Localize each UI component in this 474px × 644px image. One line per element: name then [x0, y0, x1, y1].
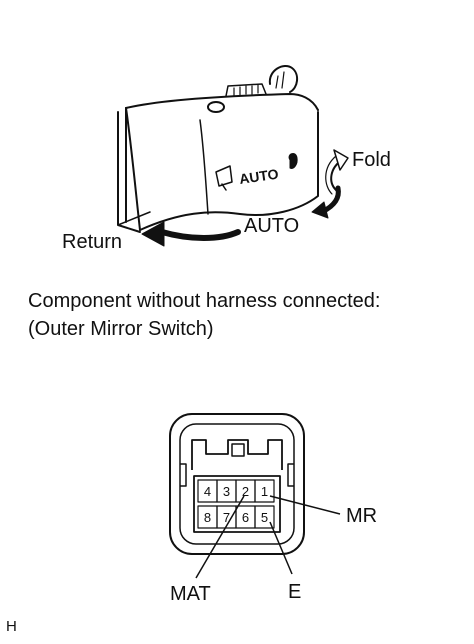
caption-line-2: (Outer Mirror Switch)	[28, 318, 214, 340]
switch-face-auto-text: AUTO	[238, 166, 279, 187]
switch-back-ridge	[225, 83, 267, 97]
pin-cell-5	[254, 505, 275, 529]
switch-face-divider	[199, 119, 209, 215]
switch-rear-knob-detail	[275, 71, 285, 89]
mat-label: MAT	[170, 583, 211, 605]
connector-lock-tab	[191, 439, 283, 470]
mat-leader-line	[195, 495, 245, 579]
connector-inner-housing	[179, 423, 295, 545]
connector-side-key-right	[287, 463, 294, 487]
switch-front-left-edge	[125, 107, 141, 231]
connector-diagram	[169, 413, 341, 579]
return-arrowhead	[141, 221, 165, 247]
mirror-switch-illustration	[117, 65, 349, 247]
switch-panel-bottom	[117, 211, 151, 226]
switch-top-hole	[207, 101, 225, 113]
mirror-position-icon	[288, 153, 298, 169]
return-label: Return	[62, 231, 122, 253]
mirror-fold-icon-detail	[221, 183, 227, 191]
pin-number: 7	[223, 510, 230, 525]
mr-label: MR	[346, 505, 377, 527]
mirror-fold-icon	[215, 165, 233, 187]
pin-number: 4	[204, 484, 211, 499]
connector-pin-grid	[197, 479, 275, 529]
switch-ridge-ticks	[233, 84, 259, 97]
pin-number: 2	[242, 484, 249, 499]
pin-number: 3	[223, 484, 230, 499]
auto-label: AUTO	[244, 215, 299, 237]
connector-outer-housing	[169, 413, 305, 555]
fold-arrowhead	[333, 149, 349, 171]
pin-number: 6	[242, 510, 249, 525]
e-leader-line	[269, 521, 293, 575]
fold-arrow-shaft-outline	[325, 155, 337, 195]
switch-rear-knob	[268, 65, 298, 93]
return-arrow	[159, 229, 241, 241]
corner-mark: H	[6, 618, 17, 635]
switch-body-top	[125, 93, 319, 111]
connector-pin-numbers: 4 3 2 1 8 7 6 5	[204, 484, 268, 525]
auto-arrowhead	[311, 201, 329, 219]
caption-line-1: Component without harness connected:	[28, 290, 381, 312]
pin-number: 8	[204, 510, 211, 525]
fold-label: Fold	[352, 149, 391, 171]
pin-number: 5	[261, 510, 268, 525]
connector-lock-notch	[231, 443, 245, 457]
connector-side-key-left	[180, 463, 187, 487]
mr-leader-line	[269, 495, 341, 515]
switch-front-face	[139, 111, 319, 231]
pin-cell-1	[254, 479, 275, 503]
e-label: E	[288, 581, 301, 603]
connector-pin-block	[193, 475, 281, 533]
pin-number: 1	[261, 484, 268, 499]
